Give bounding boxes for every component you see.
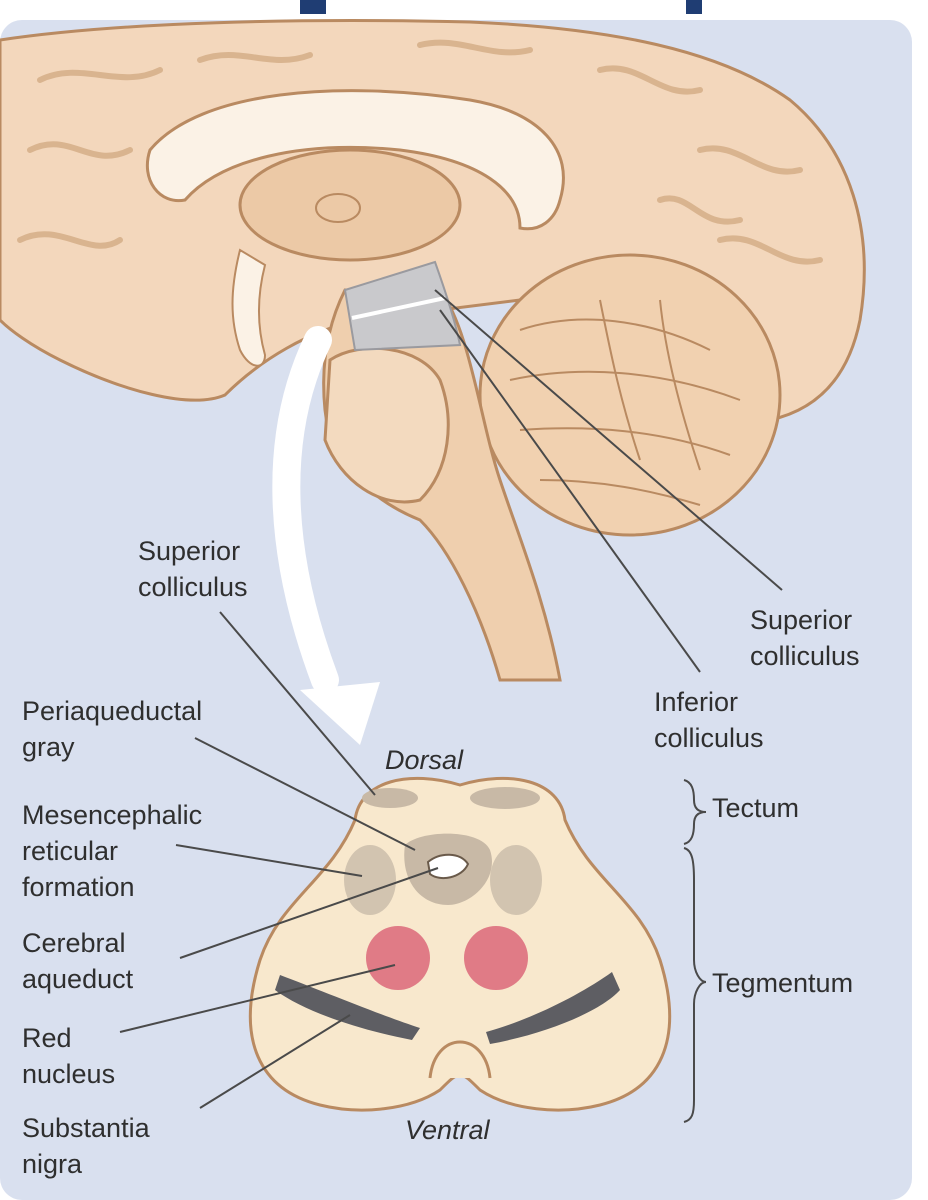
label-mesencephalic-reticular-formation: Mesencephalic reticular formation bbox=[22, 800, 203, 902]
substantia-nigra-left bbox=[275, 975, 420, 1040]
red-nucleus-right bbox=[464, 926, 528, 990]
sagittal-brain bbox=[0, 19, 866, 682]
label-tegmentum: Tegmentum bbox=[712, 968, 854, 998]
label-dorsal: Dorsal bbox=[385, 745, 464, 775]
label-ventral: Ventral bbox=[405, 1115, 490, 1145]
label-cerebral-aqueduct: Cerebral aqueduct bbox=[22, 928, 134, 994]
pons bbox=[323, 346, 450, 504]
zoom-arrow bbox=[272, 326, 380, 745]
heading-fragment-right bbox=[686, 0, 702, 14]
label-substantia-nigra: Substantia nigra bbox=[22, 1113, 150, 1179]
thalamus bbox=[238, 148, 462, 262]
label-red-nucleus: Red nucleus bbox=[22, 1023, 116, 1089]
heading-fragment-left bbox=[300, 0, 326, 14]
label-superior-colliculus-right: Superior colliculus bbox=[750, 605, 860, 671]
label-periaqueductal-gray: Periaqueductal gray bbox=[22, 696, 203, 762]
midbrain-section bbox=[248, 777, 672, 1112]
superior-colliculus-right bbox=[470, 787, 540, 809]
gyri bbox=[17, 39, 823, 265]
substantia-nigra-right bbox=[486, 972, 620, 1044]
cerebral-aqueduct-shape bbox=[426, 853, 470, 880]
cerebellum bbox=[478, 253, 782, 537]
label-superior-colliculus-top: Superior colliculus bbox=[138, 536, 248, 602]
reticular-formation-left bbox=[344, 845, 396, 915]
label-tectum: Tectum bbox=[712, 793, 800, 823]
leader-lines bbox=[119, 289, 783, 1109]
red-nucleus-left bbox=[366, 926, 430, 990]
brackets bbox=[683, 779, 707, 1123]
corpus-callosum bbox=[145, 89, 565, 231]
reticular-formation-right bbox=[490, 845, 542, 915]
label-inferior-colliculus: Inferior colliculus bbox=[654, 687, 764, 753]
superior-colliculus-left bbox=[362, 788, 418, 808]
cerebellar-folia bbox=[509, 299, 741, 506]
